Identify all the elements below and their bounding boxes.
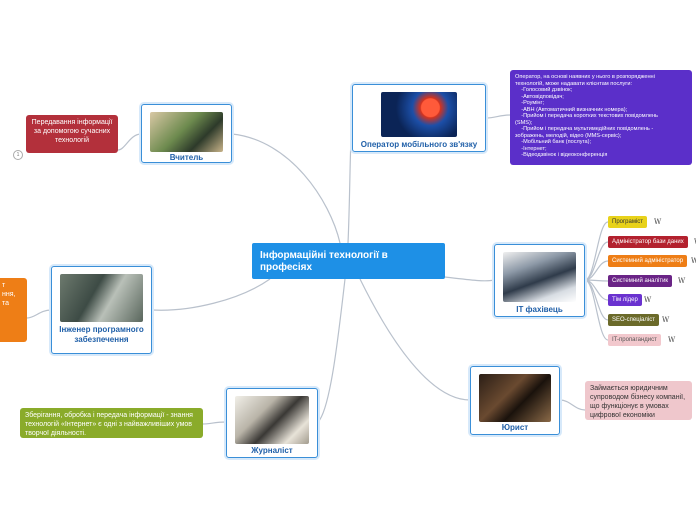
node-journalist[interactable]: Журналіст: [226, 388, 318, 458]
node-mobile-operator[interactable]: Оператор мобільного зв'язку: [352, 84, 486, 152]
it-tag[interactable]: Системний аналітик: [608, 275, 673, 287]
node-mobile-label: Оператор мобільного зв'язку: [360, 140, 478, 149]
node-software-engineer[interactable]: Інженер програмного забезпечення: [51, 266, 152, 354]
wikipedia-icon[interactable]: W: [662, 316, 670, 324]
gavel-photo-icon: [479, 374, 551, 422]
wikipedia-icon[interactable]: W: [691, 257, 696, 265]
mobile-service-line: технологій, може надавати клієнтам послу…: [515, 80, 633, 87]
lte-network-photo-icon: [381, 92, 457, 137]
it-tag[interactable]: Тім лідер: [608, 294, 642, 306]
wikipedia-icon[interactable]: W: [668, 336, 676, 344]
mobile-service-line: -Роумінг;: [515, 100, 545, 106]
node-teacher[interactable]: Вчитель: [141, 104, 232, 163]
collapse-toggle-icon[interactable]: 1: [13, 150, 23, 160]
central-topic[interactable]: Інформаційні технології в професіях: [252, 243, 445, 279]
link-lawyer: [359, 278, 471, 401]
link-it-tags: [584, 221, 609, 341]
it-tag[interactable]: Адміністратор бази даних: [608, 236, 688, 248]
mobile-service-line: -Автовідповідач;: [515, 93, 564, 100]
link-it: [444, 276, 495, 282]
link-teacher-note: [117, 133, 142, 151]
link-teacher: [231, 133, 341, 244]
it-tag[interactable]: SEO-спеціаліст: [608, 314, 659, 326]
node-teacher-label: Вчитель: [169, 153, 204, 162]
wikipedia-icon[interactable]: W: [644, 296, 652, 304]
link-mobile-note: [485, 114, 511, 119]
note-lawyer[interactable]: Займається юридичним супроводом бізнесу …: [585, 381, 692, 420]
node-lawyer-label: Юрист: [501, 423, 529, 432]
mobile-service-line: -АВН (Автоматичний визначник номера);: [515, 106, 628, 113]
wikipedia-icon[interactable]: W: [694, 236, 696, 248]
classroom-photo-icon: [150, 112, 223, 152]
note-journalist[interactable]: Зберігання, обробка і передача інформаці…: [20, 408, 203, 438]
node-lawyer[interactable]: Юрист: [470, 366, 560, 435]
link-software-note: [26, 309, 52, 319]
mobile-service-line: -Прийом і передача мультимедійних повідо…: [515, 126, 654, 132]
writing-desk-photo-icon: [235, 396, 309, 444]
link-software: [151, 278, 271, 311]
mobile-service-line: -Мобільний банк (послуга);: [515, 139, 592, 145]
wikipedia-icon[interactable]: W: [654, 218, 662, 226]
note-teacher[interactable]: Передавання інформації за допомогою суча…: [26, 115, 118, 153]
mobile-service-line: (SMS);: [515, 119, 533, 126]
node-it-label: ІТ фахівець: [516, 305, 563, 314]
link-journalist-note: [202, 421, 227, 425]
link-lawyer-note: [559, 399, 586, 411]
mobile-service-line: Оператор, на основі наявних у нього в ро…: [515, 74, 655, 80]
it-tag[interactable]: Системний адміністратор: [608, 255, 688, 267]
mobile-service-line: -Прийом і передача коротких текстових по…: [515, 113, 658, 119]
node-it-specialist[interactable]: ІТ фахівець: [494, 244, 585, 317]
engineer-photo-icon: [60, 274, 143, 322]
mobile-service-line: -Голосовий дзвінок;: [515, 87, 573, 93]
mobile-service-line: -Відеодзвінок і відеоконференція: [515, 152, 608, 158]
note-mobile-services[interactable]: Оператор, на основі наявних у нього в ро…: [510, 70, 692, 165]
wikipedia-icon[interactable]: W: [678, 277, 686, 285]
mobile-service-line: -Інтернет;: [515, 145, 547, 152]
node-journalist-label: Журналіст: [251, 446, 293, 455]
mobile-service-line: зображень, мелодій, відео (MMS-сервіс);: [515, 132, 622, 139]
note-software-partial[interactable]: т ння, та: [0, 278, 27, 342]
link-journalist: [317, 278, 346, 423]
node-software-label: Інженер програмного забезпечення: [59, 325, 144, 344]
devices-photo-icon: [503, 252, 576, 302]
link-mobile: [347, 117, 353, 244]
it-tag[interactable]: IT-пропагандист: [608, 334, 661, 346]
it-tag[interactable]: Програміст: [608, 216, 648, 228]
